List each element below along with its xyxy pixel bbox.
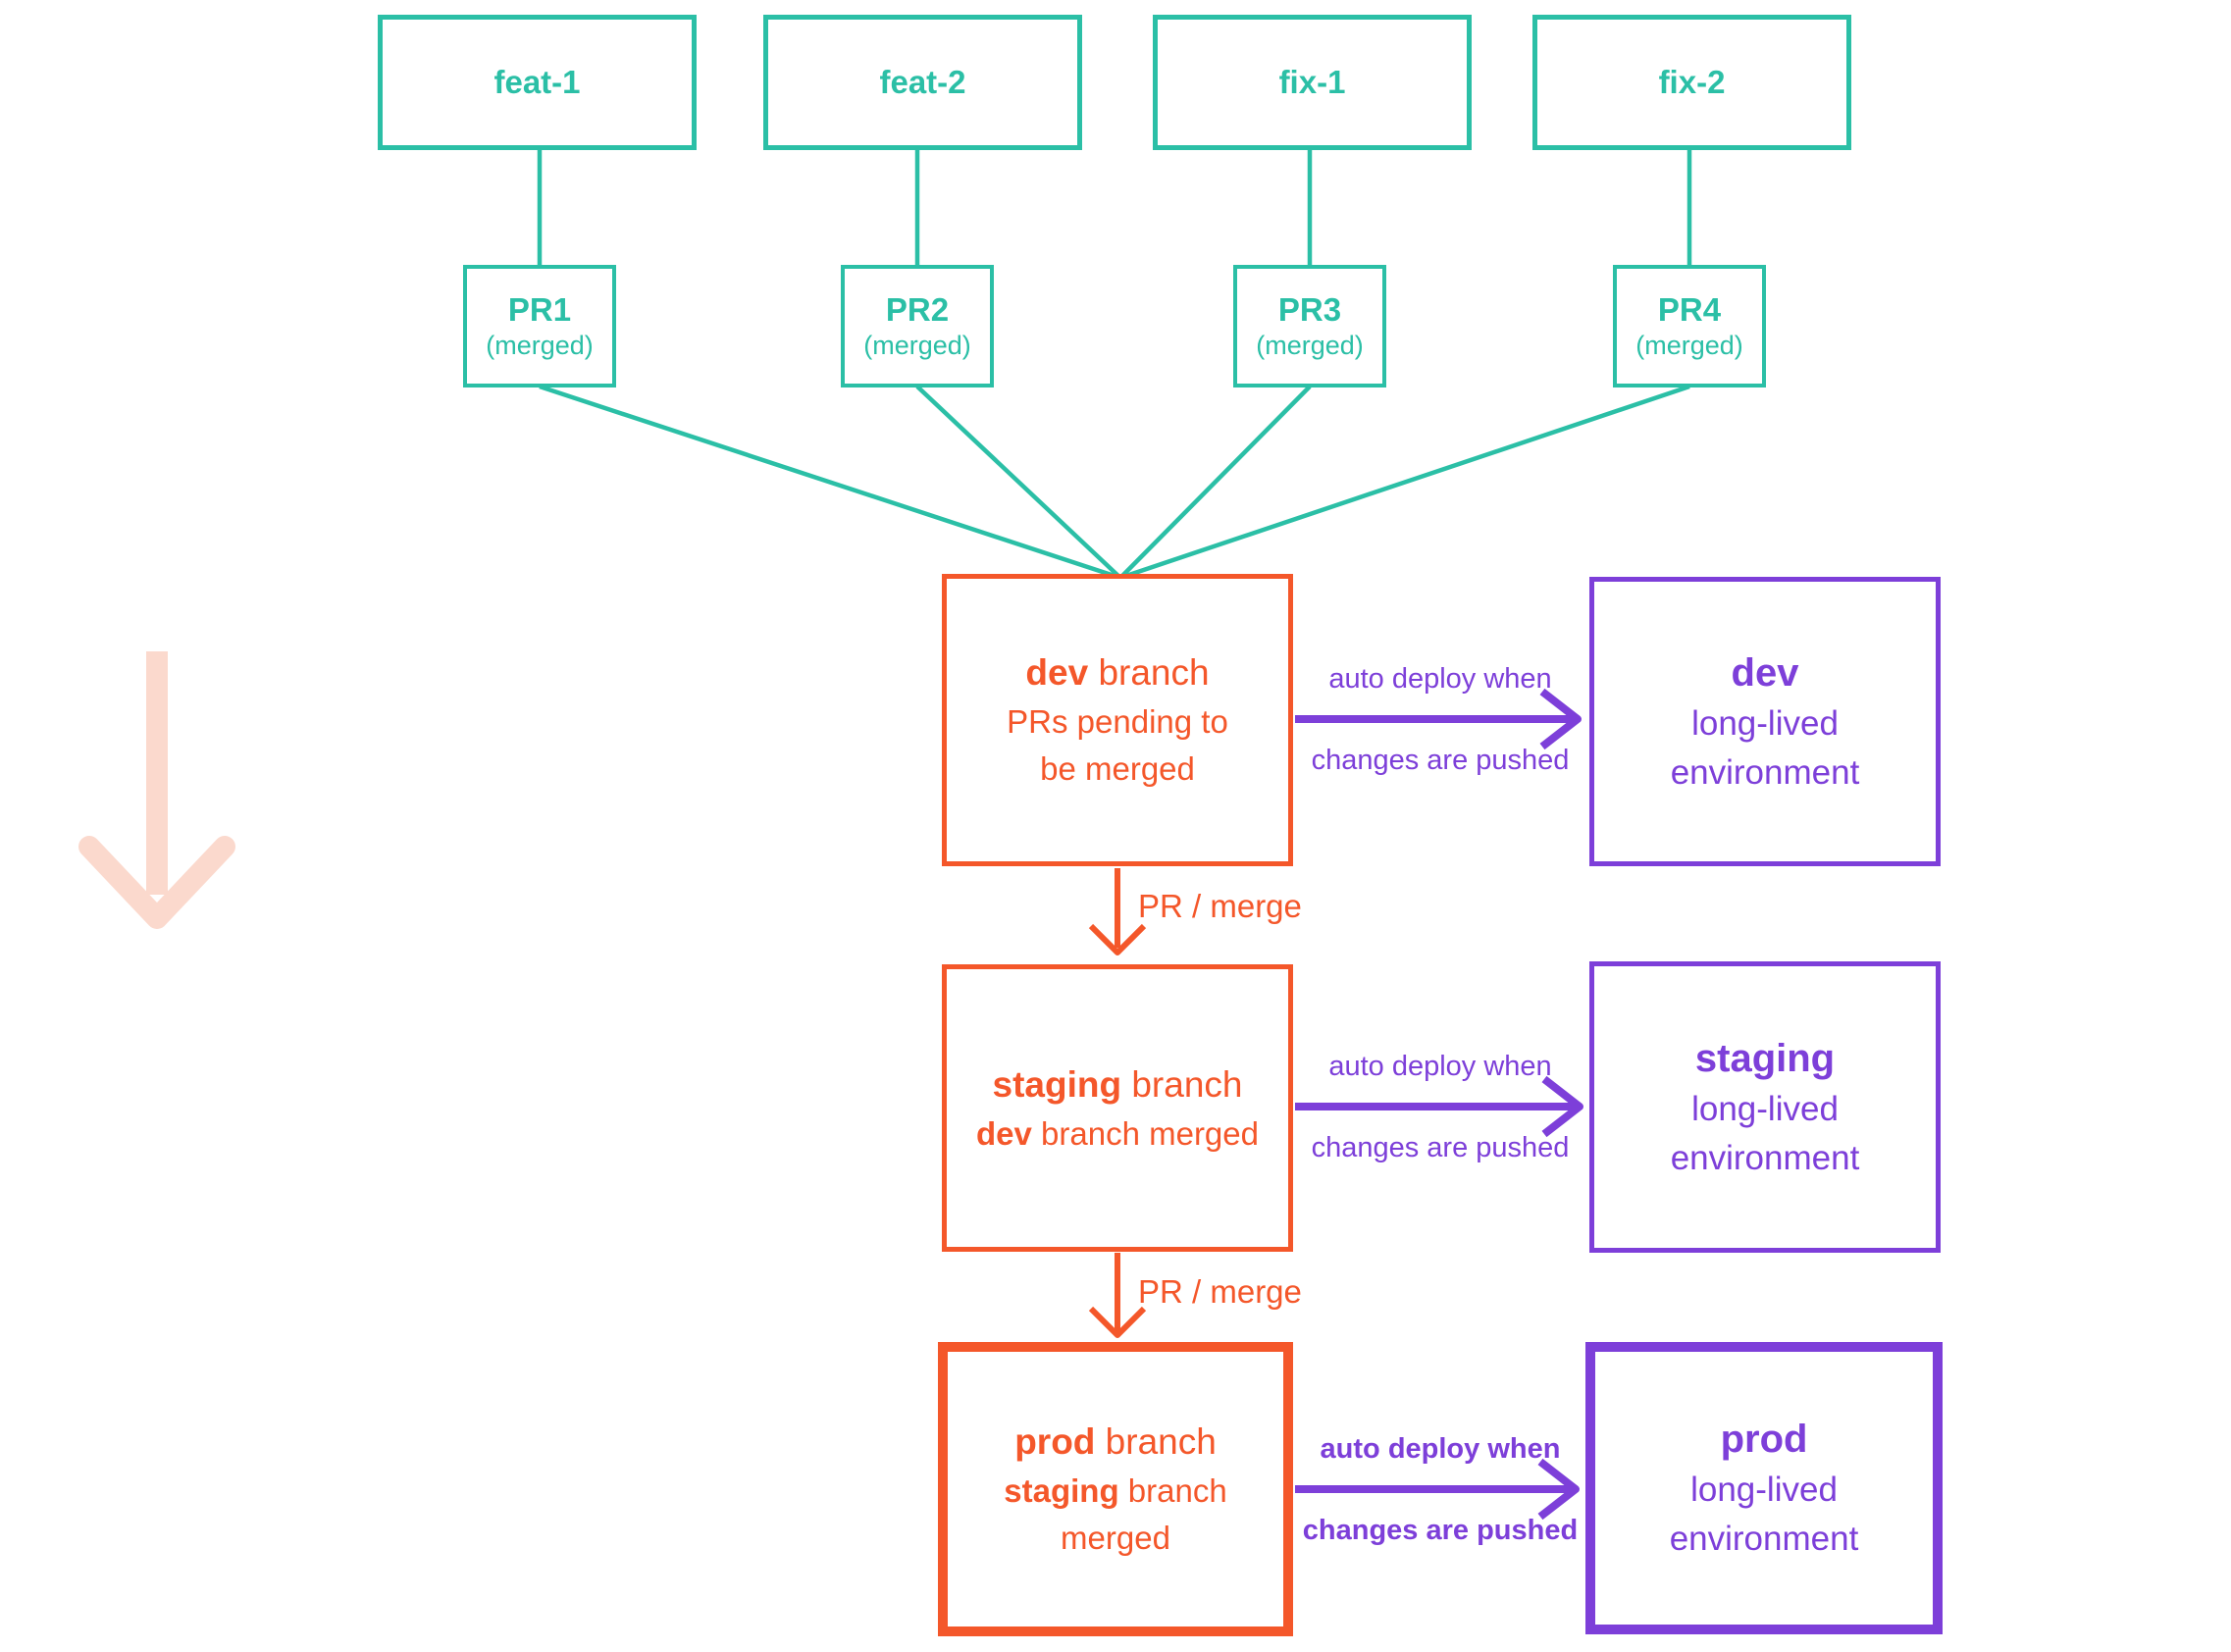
branch-label: feat-2 bbox=[879, 64, 966, 100]
flow-arrow-head bbox=[78, 836, 235, 929]
deploy-label-prod: auto deploy when changes are pushed bbox=[1293, 1433, 1587, 1547]
env-name: prod bbox=[1720, 1418, 1808, 1461]
merge-line-pr2-dev bbox=[915, 385, 1122, 580]
branch-box-feat-2: feat-2 bbox=[763, 15, 1082, 150]
pr-label: PR2 bbox=[885, 291, 950, 328]
stage-description-line: PRs pending to bbox=[1007, 703, 1228, 740]
deploy-label-line: changes are pushed bbox=[1311, 1132, 1570, 1163]
deploy-label-line: auto deploy when bbox=[1320, 1433, 1561, 1465]
stage-title: dev branch bbox=[1025, 647, 1209, 698]
branch-box-feat-1: feat-1 bbox=[378, 15, 697, 150]
stage-box-dev-branch: dev branch PRs pending to be merged bbox=[942, 574, 1293, 866]
arrow-dev-to-staging bbox=[1088, 868, 1147, 955]
merge-line-pr1-dev bbox=[539, 384, 1121, 581]
env-name: staging bbox=[1694, 1036, 1836, 1080]
stage-title-rest: branch bbox=[1121, 1063, 1243, 1105]
stage-keyword: prod bbox=[1014, 1421, 1096, 1462]
stage-box-staging-branch: staging branch dev branch merged bbox=[942, 964, 1293, 1252]
pr-status: (merged) bbox=[1635, 331, 1743, 361]
deploy-arrow-prod bbox=[1295, 1458, 1580, 1521]
stage-keyword: dev bbox=[1025, 652, 1089, 693]
arrow-staging-to-prod bbox=[1088, 1253, 1147, 1338]
deploy-label-dev: auto deploy when changes are pushed bbox=[1293, 663, 1587, 777]
deploy-label-line: changes are pushed bbox=[1302, 1515, 1579, 1546]
deploy-label-staging: auto deploy when changes are pushed bbox=[1293, 1051, 1587, 1164]
branch-label: fix-2 bbox=[1658, 64, 1726, 100]
stage-keyword: dev bbox=[975, 1114, 1032, 1152]
branch-box-fix-1: fix-1 bbox=[1153, 15, 1472, 150]
env-name: dev bbox=[1731, 650, 1799, 695]
flow-direction-down-arrow-icon bbox=[78, 651, 235, 929]
branch-box-fix-2: fix-2 bbox=[1532, 15, 1851, 150]
stage-description-line: merged bbox=[1061, 1520, 1170, 1556]
stage-description-line: staging branch bbox=[1004, 1468, 1226, 1515]
pr-box-pr3: PR3 (merged) bbox=[1233, 265, 1386, 387]
branch-label: fix-1 bbox=[1278, 64, 1346, 100]
env-description-line: environment bbox=[1670, 752, 1860, 792]
deploy-arrow-dev bbox=[1295, 688, 1582, 750]
stage-keyword: staging bbox=[1004, 1472, 1119, 1509]
env-box-dev: dev long-lived environment bbox=[1589, 577, 1941, 866]
env-description-line: long-lived bbox=[1691, 1089, 1839, 1128]
pr-label: PR3 bbox=[1277, 291, 1342, 328]
stage-title-rest: branch bbox=[1095, 1421, 1217, 1462]
pr-box-pr2: PR2 (merged) bbox=[841, 265, 994, 387]
deploy-label-line: changes are pushed bbox=[1311, 745, 1570, 776]
merge-line-pr3-dev bbox=[1118, 385, 1312, 580]
merge-label-dev-staging: PR / merge bbox=[1138, 888, 1302, 924]
pr-box-pr4: PR4 (merged) bbox=[1613, 265, 1766, 387]
stage-line-rest: branch merged bbox=[1031, 1114, 1259, 1152]
env-box-staging: staging long-lived environment bbox=[1589, 961, 1941, 1253]
stage-title: prod branch bbox=[1014, 1417, 1217, 1468]
stage-title: staging branch bbox=[993, 1059, 1243, 1110]
deploy-label-line: auto deploy when bbox=[1328, 663, 1552, 695]
deploy-label-line: auto deploy when bbox=[1328, 1051, 1552, 1082]
pr-status: (merged) bbox=[863, 331, 971, 361]
stage-title-rest: branch bbox=[1088, 652, 1210, 693]
stage-description-line: dev branch merged bbox=[976, 1110, 1259, 1158]
env-description-line: long-lived bbox=[1691, 703, 1839, 743]
merge-label-staging-prod: PR / merge bbox=[1138, 1273, 1302, 1310]
stage-description-line: be merged bbox=[1040, 750, 1195, 787]
pr-box-pr1: PR1 (merged) bbox=[463, 265, 616, 387]
merge-line-pr4-dev bbox=[1119, 384, 1690, 581]
branch-label: feat-1 bbox=[493, 64, 581, 100]
env-description-line: environment bbox=[1669, 1520, 1859, 1558]
env-description-line: environment bbox=[1670, 1138, 1860, 1177]
stage-keyword: staging bbox=[992, 1063, 1122, 1105]
deploy-arrow-staging bbox=[1295, 1075, 1583, 1138]
env-box-prod: prod long-lived environment bbox=[1585, 1342, 1943, 1634]
stage-line-rest: branch bbox=[1118, 1472, 1227, 1509]
pr-label: PR4 bbox=[1657, 291, 1722, 328]
pr-status: (merged) bbox=[486, 331, 594, 361]
stage-box-prod-branch: prod branch staging branch merged bbox=[938, 1342, 1293, 1636]
env-description-line: long-lived bbox=[1690, 1471, 1838, 1509]
pr-status: (merged) bbox=[1256, 331, 1364, 361]
pr-label: PR1 bbox=[507, 291, 572, 328]
